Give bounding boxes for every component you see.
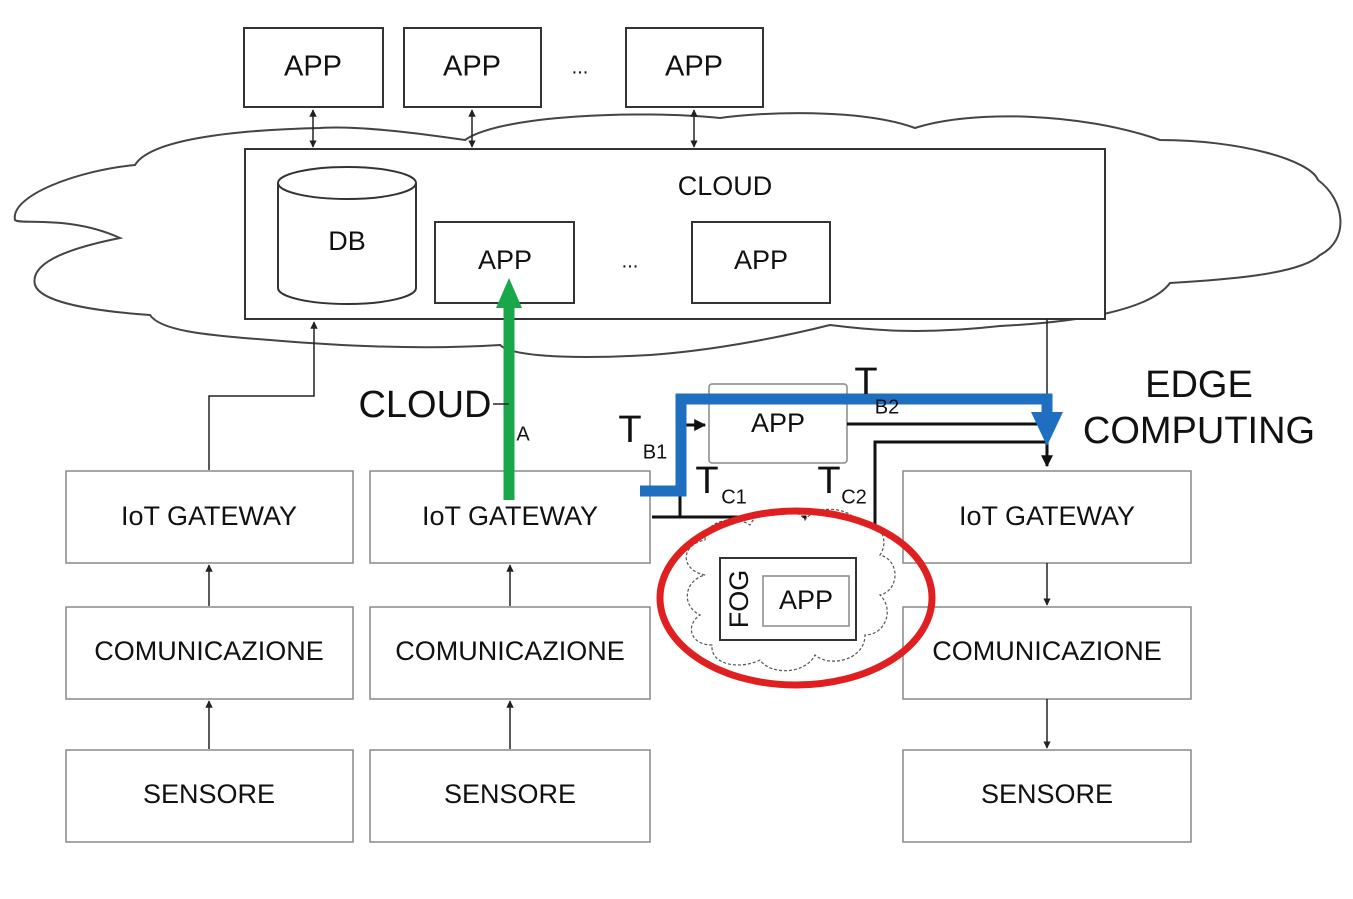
fog-label: FOG — [724, 570, 754, 629]
sensor-label-3: SENSORE — [981, 779, 1113, 809]
sensor-label-2: SENSORE — [444, 779, 576, 809]
database-icon — [277, 166, 417, 305]
fog-app-box[interactable] — [762, 575, 850, 627]
top-app-box-3[interactable] — [625, 27, 764, 108]
sensor-box-3[interactable] — [902, 749, 1192, 843]
t-c2-sub: C2 — [841, 486, 867, 508]
top-app-label-3: APP — [665, 51, 723, 83]
comm-label-2: COMUNICAZIONE — [395, 636, 625, 666]
edge-computing-label-line1: EDGE — [1145, 364, 1253, 406]
t-c1-main: T — [695, 460, 718, 502]
sensor-label-1: SENSORE — [143, 779, 275, 809]
cloud-app-label-1: APP — [478, 245, 532, 275]
gateway-box-1[interactable] — [65, 470, 354, 564]
edge-computing-label-line2: COMPUTING — [1083, 410, 1315, 452]
cloud-app-box-2[interactable] — [691, 221, 831, 304]
sensor-box-2[interactable] — [369, 749, 651, 843]
column-3: IoT GATEWAY COMUNICAZIONE SENSORE — [902, 470, 1192, 843]
top-ellipsis: ... — [572, 56, 589, 78]
cloud-title: CLOUD — [678, 171, 773, 201]
gateway-box-3[interactable] — [902, 470, 1192, 564]
gateway-label-3: IoT GATEWAY — [959, 501, 1135, 531]
gateway-label-1: IoT GATEWAY — [121, 501, 297, 531]
t-a-sub: A — [516, 423, 530, 445]
db-label: DB — [328, 226, 366, 256]
cloud-ellipsis: ... — [622, 250, 639, 272]
column-1: IoT GATEWAY COMUNICAZIONE SENSORE — [65, 470, 354, 843]
cloud-path-arrowhead-icon — [496, 278, 522, 308]
edge-path-arrowhead-icon — [1031, 412, 1063, 446]
top-app-box-1[interactable] — [243, 27, 384, 108]
edge-app-label: APP — [751, 408, 805, 438]
fog-highlight-ellipse — [656, 507, 936, 689]
gateway-label-2: IoT GATEWAY — [422, 501, 598, 531]
t-b2-sub: B2 — [875, 396, 899, 418]
comm-box-2[interactable] — [369, 606, 651, 700]
t-b1-sub: B1 — [643, 441, 667, 463]
t-c1-sub: C1 — [721, 486, 747, 508]
connector-gw1-cloud — [208, 321, 318, 470]
comm-box-1[interactable] — [65, 606, 354, 700]
column-2: IoT GATEWAY COMUNICAZIONE SENSORE — [369, 470, 651, 843]
t-c2-main: T — [817, 460, 840, 502]
comm-label-3: COMUNICAZIONE — [932, 636, 1162, 666]
fog-app-label: APP — [779, 585, 833, 615]
cloud-path-label: CLOUD — [358, 384, 491, 426]
top-app-label-2: APP — [443, 51, 501, 83]
t-b2-main: T — [854, 361, 877, 403]
sensor-box-1[interactable] — [65, 749, 354, 843]
cloud-app-label-2: APP — [734, 245, 788, 275]
top-app-box-2[interactable] — [403, 27, 542, 108]
comm-label-1: COMUNICAZIONE — [94, 636, 324, 666]
edge-path-arrow — [640, 393, 1053, 497]
t-b1-main: T — [618, 409, 641, 451]
top-app-label-1: APP — [284, 51, 342, 83]
